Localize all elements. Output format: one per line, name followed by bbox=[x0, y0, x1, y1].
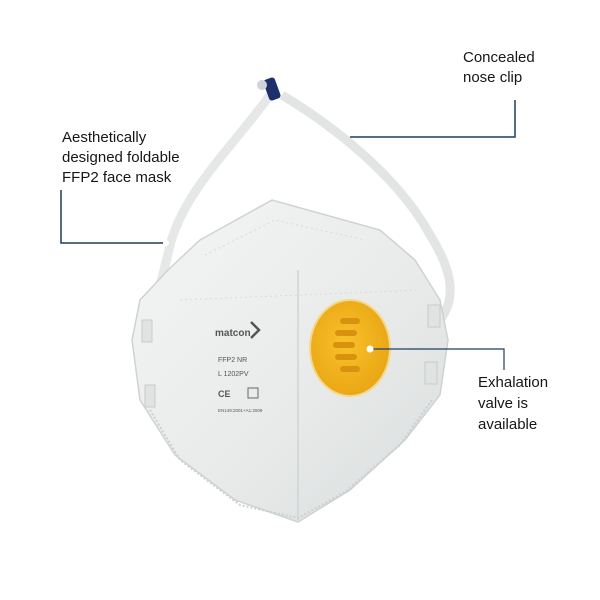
leader-line-nose-clip bbox=[350, 100, 516, 138]
callout-line: Aesthetically bbox=[62, 129, 147, 146]
callout-line: Concealed bbox=[463, 49, 535, 66]
ear-strap-right bbox=[279, 91, 455, 323]
callout-line: nose clip bbox=[463, 69, 523, 86]
callout-line: valve is bbox=[478, 395, 529, 412]
model-print: L 1202PV bbox=[218, 371, 249, 378]
rating-print: FFP2 NR bbox=[218, 357, 247, 364]
standard-print: EN149:2001+A1:2009 bbox=[218, 408, 263, 413]
callout-line: designed foldable bbox=[62, 149, 180, 166]
callout-line: Exhalation bbox=[478, 374, 549, 391]
callout-valve: Exhalation valve is available bbox=[478, 372, 548, 435]
brand-print: matcon bbox=[215, 328, 251, 339]
callout-line: FFP2 face mask bbox=[62, 169, 172, 186]
leader-line-valve bbox=[370, 348, 505, 370]
leader-line-design bbox=[60, 190, 165, 244]
mask-body bbox=[131, 199, 449, 523]
callout-line: available bbox=[478, 416, 538, 433]
ce-mark: CE bbox=[218, 389, 231, 399]
strap-clip bbox=[263, 77, 281, 101]
callout-nose-clip: Concealed nose clip bbox=[463, 48, 535, 88]
callout-design: Aesthetically designed foldable FFP2 fac… bbox=[62, 128, 180, 188]
